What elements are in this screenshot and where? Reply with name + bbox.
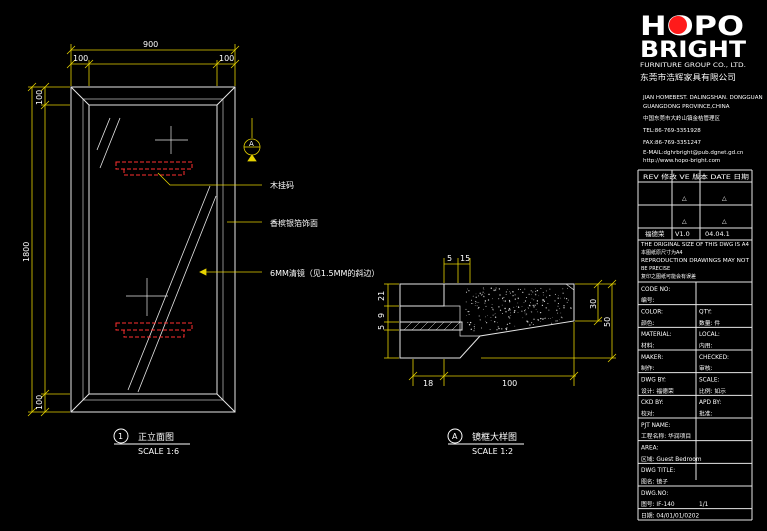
title-block-cell: 1/1 [699, 502, 709, 508]
company-line: 中国东莞市大岭山镇金桔管理区 [643, 114, 721, 122]
mirror-glass-layer [399, 321, 463, 331]
callout-mirror-glass: 6MM清镜（见1.5MM的斜边） [270, 268, 379, 278]
section-title: A 镜框大样图 SCALE 1:2 [447, 428, 524, 456]
dim-frame-bottom: 100 [35, 395, 44, 410]
logo-brand-bottom: BRIGHT [640, 38, 746, 63]
title-block-cell: PJT NAME: [641, 423, 671, 429]
revision-cell: △ [722, 218, 727, 225]
title-block-cell: 日期: 04/01/01/0202 [641, 513, 699, 520]
title-block-cell: DWG BY: [641, 378, 666, 384]
title-block-cell: MAKER: [641, 355, 663, 361]
title-block-cell: CODE NO: [641, 287, 670, 293]
title-block-cell: 材料: [641, 342, 655, 350]
title-block-cell: 设计: 福德荣 [641, 387, 674, 395]
logo-red-dot [669, 16, 687, 34]
dim-left: 21 [377, 291, 386, 301]
section-title-num: A [452, 432, 458, 441]
title-block-cell: DWG TITLE: [641, 468, 675, 474]
title-block-cell: 图名: 镜子 [641, 478, 668, 486]
section-marker: A [243, 118, 261, 162]
dim-top: 5 [447, 254, 452, 263]
company-line: FAX:86-769-3351247 [643, 140, 702, 146]
mirror-frame-outer [70, 86, 236, 413]
elevation-scale: SCALE 1:6 [138, 447, 179, 456]
title-block-cell: 数量: 件 [699, 319, 720, 327]
callout-wood-cleat: 木挂码 [270, 180, 294, 190]
dim-bottom: 100 [502, 379, 517, 388]
title-block-cell: 审核: [699, 364, 713, 372]
note-line: 复印之图纸可能会有误差 [641, 273, 696, 280]
company-line: TEL:86-769-3351928 [642, 128, 701, 134]
dim-right-outer: 50 [603, 317, 612, 327]
title-block-cell: 校对: [641, 410, 655, 418]
company-logo: HOPO BRIGHT FURNITURE GROUP CO., LTD. 东莞… [640, 11, 746, 82]
callout-champagne-foil: 香槟银箔饰面 [270, 218, 318, 228]
section-scale: SCALE 1:2 [472, 447, 513, 456]
front-elevation: 900 100 100 1800 100 100 A 木挂码 香槟银箔饰面 6M… [22, 40, 379, 456]
logo-group-en: FURNITURE GROUP CO., LTD. [640, 62, 746, 69]
company-line: E-MAIL:dghrbright@pub.dgnet.gd.cn [643, 150, 744, 156]
logo-brand-top: HOPO [640, 11, 744, 42]
title-block-cell: CHECKED: [699, 355, 729, 361]
title-block-cell: 制作: [641, 364, 655, 372]
wood-cleat-top [115, 161, 193, 176]
title-block-cell: 颜色: [641, 319, 655, 327]
revision-cell: △ [682, 195, 687, 202]
title-block-cell: QTY: [699, 310, 712, 316]
dim-right-inner: 30 [589, 299, 598, 309]
revision-cell: △ [682, 218, 687, 225]
title-block-cell: COLOR: [641, 310, 663, 316]
note-line: REPRODUCTION DRAWINGS MAY NOT [641, 258, 750, 264]
wood-cleat-bottom [115, 322, 193, 338]
note-line: BE PRECISE [641, 266, 670, 272]
dim-left: 5 [377, 325, 386, 330]
dim-frame-top: 100 [35, 90, 44, 105]
dim-frame-left: 100 [73, 54, 88, 63]
title-block: HOPO BRIGHT FURNITURE GROUP CO., LTD. 东莞… [637, 11, 763, 521]
note-line: THE ORIGINAL SIZE OF THIS DWG IS A4 [640, 242, 749, 248]
drawing-notes: THE ORIGINAL SIZE OF THIS DWG IS A4 本图纸原… [640, 242, 750, 280]
logo-group-cn: 东莞市浩辉家具有限公司 [640, 72, 736, 82]
revision-cell: 04.04.1 [705, 230, 730, 238]
company-line: http://www.hopo-bright.com [643, 158, 720, 164]
frame-section-detail: 5 15 21 9 5 30 50 18 100 A 镜框大样图 SCALE 1… [377, 254, 617, 456]
title-block-cell: 图号: IF-140 [641, 500, 675, 508]
mirror-frame-inner [88, 104, 218, 395]
revision-cell: V1.0 [675, 230, 690, 238]
revision-header: REV 修改 VE 版本 DATE 日期 [643, 173, 749, 181]
title-block-cell: AREA: [641, 446, 659, 452]
title-block-cell: MATERIAL: [641, 332, 672, 338]
title-block-rows: CODE NO: 编号: COLOR: QTY: 颜色: 数量: 件 MATERIAL: LO… [638, 282, 752, 521]
title-block-cell: 内用: [699, 342, 713, 350]
title-block-cell: 比例: 如示 [699, 387, 726, 395]
section-marker-letter: A [249, 140, 254, 148]
title-block-cell: 批准: [699, 410, 713, 418]
title-block-cell: LOCAL: [699, 332, 720, 338]
dim-bottom: 18 [423, 379, 433, 388]
title-block-cell: APD BY: [699, 400, 721, 406]
section-title-text: 镜框大样图 [472, 431, 517, 443]
company-line: JIAN HOMEBEST. DALINGSHAN. DONGGUAN [642, 95, 763, 101]
company-info: JIAN HOMEBEST. DALINGSHAN. DONGGUAN GUAN… [642, 95, 763, 164]
note-line: 本图纸原尺寸为A4 [641, 249, 683, 256]
title-block-cell: SCALE: [699, 378, 720, 384]
title-block-cell: CKD BY: [641, 400, 664, 406]
dim-frame-right: 100 [219, 54, 234, 63]
dim-left: 9 [377, 313, 386, 318]
title-block-cell: DWG.NO: [641, 491, 668, 497]
company-line: GUANGDONG PROVINCE,CHINA [643, 104, 730, 110]
elevation-title: 1 正立面图 SCALE 1:6 [113, 428, 190, 456]
elevation-title-num: 1 [118, 432, 123, 441]
dim-width: 900 [143, 40, 158, 49]
dim-top: 15 [460, 254, 470, 263]
mirror-frame-mid [82, 98, 224, 401]
title-block-cell: 编号: [641, 296, 655, 304]
dim-height: 1800 [22, 242, 31, 262]
revision-cell: △ [722, 195, 727, 202]
title-block-cell: 工程名称: 华润项目 [641, 432, 691, 440]
title-block-cell: 区域: Guest Bedroom [641, 455, 702, 463]
elevation-title-text: 正立面图 [138, 431, 174, 443]
revision-cell: 福德荣 [645, 229, 665, 238]
